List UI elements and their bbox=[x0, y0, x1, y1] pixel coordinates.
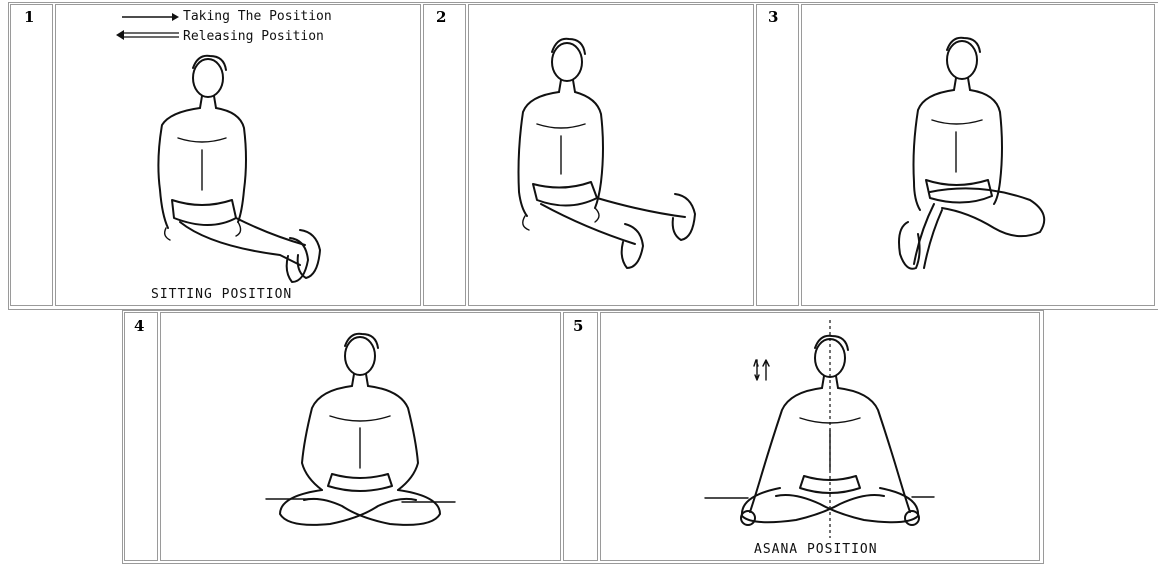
panel-1-number: 1 bbox=[24, 8, 34, 26]
panel-2-number-cell bbox=[423, 4, 466, 306]
panel-4-number-cell bbox=[124, 312, 158, 561]
double-arrow-left-icon bbox=[115, 29, 181, 41]
panel-1-caption: SITTING POSITION bbox=[151, 287, 292, 302]
panel-5-number-cell bbox=[563, 312, 598, 561]
panel-4-number: 4 bbox=[134, 317, 144, 335]
legend-taking-label: Taking The Position bbox=[183, 9, 332, 24]
panel-1-number-cell bbox=[10, 4, 53, 306]
figure-half-lotus-prep bbox=[890, 32, 1060, 277]
legend-releasing-label: Releasing Position bbox=[183, 29, 324, 44]
panel-5-number: 5 bbox=[573, 317, 583, 335]
panel-5-caption: ASANA POSITION bbox=[754, 542, 878, 557]
breath-arrows-icon bbox=[754, 360, 769, 380]
figure-lotus-seated bbox=[260, 328, 460, 543]
panel-3-number-cell bbox=[756, 4, 799, 306]
arrow-right-icon bbox=[120, 11, 180, 23]
figure-sitting-position bbox=[140, 50, 340, 285]
panel-2-number: 2 bbox=[436, 8, 446, 26]
figure-asana-position bbox=[700, 320, 940, 542]
panel-3-number: 3 bbox=[768, 8, 778, 26]
figure-legs-apart bbox=[505, 32, 715, 272]
